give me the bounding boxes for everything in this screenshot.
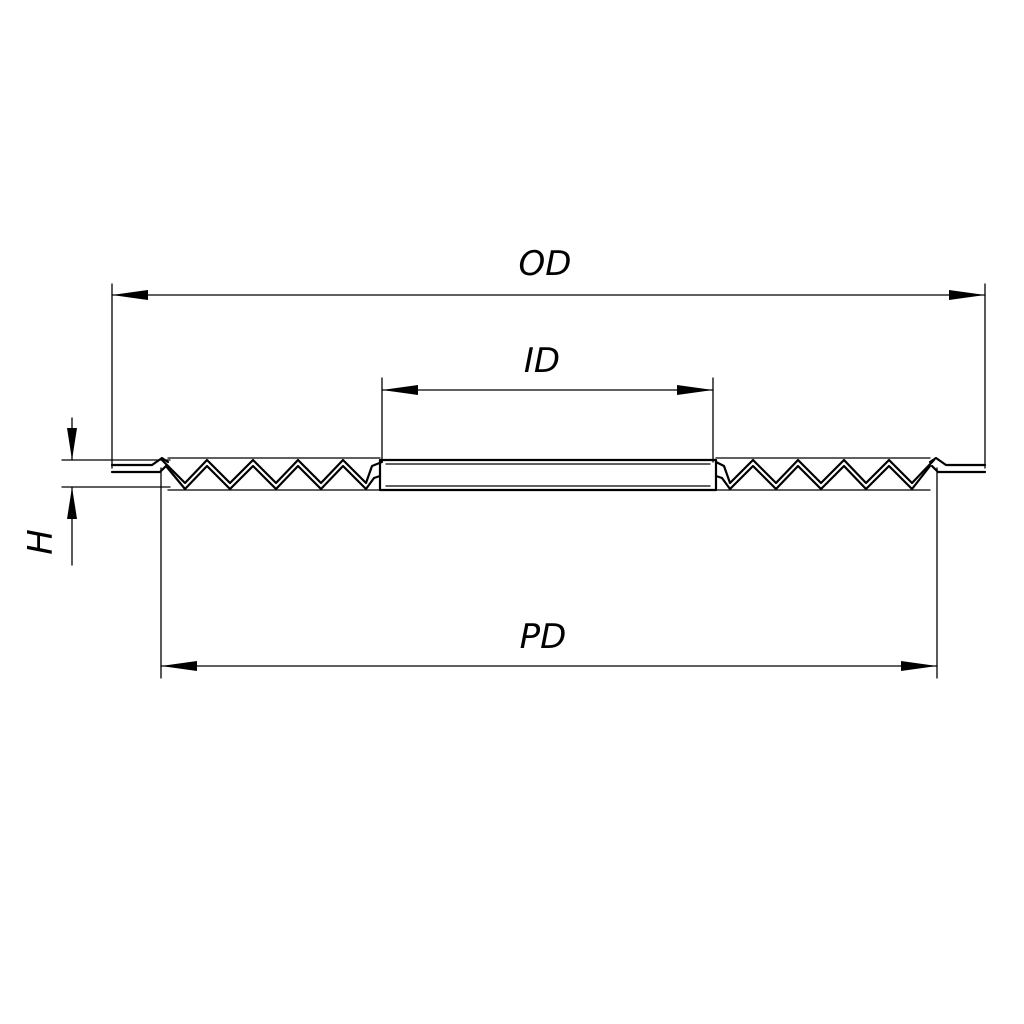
id-label: ID bbox=[524, 341, 560, 381]
extension-lines bbox=[61, 283, 986, 679]
od-arrow-right bbox=[949, 290, 985, 300]
od-arrow-left bbox=[112, 290, 148, 300]
right-corrugation-top bbox=[714, 458, 936, 485]
id-arrow-left bbox=[382, 385, 418, 395]
id-dimension: ID bbox=[381, 341, 714, 395]
inner-ring-inner-line bbox=[385, 463, 711, 487]
right-corrugation-bottom bbox=[714, 464, 932, 491]
right-flange bbox=[928, 456, 987, 474]
od-label: OD bbox=[519, 244, 572, 284]
h-arrow-top bbox=[67, 428, 77, 460]
left-corrugation-top bbox=[160, 458, 384, 485]
right-corrugation-envelope bbox=[715, 457, 931, 491]
pd-label: PD bbox=[520, 617, 567, 657]
pd-dimension: PD bbox=[160, 617, 938, 671]
h-label: H bbox=[21, 529, 61, 555]
od-dimension: OD bbox=[111, 244, 986, 300]
pd-arrow-right bbox=[901, 661, 937, 671]
pd-arrow-left bbox=[161, 661, 197, 671]
h-arrow-bottom bbox=[67, 487, 77, 519]
left-corrugation-bottom bbox=[164, 464, 382, 491]
id-arrow-right bbox=[677, 385, 713, 395]
h-dimension: H bbox=[21, 417, 77, 566]
left-corrugation-envelope bbox=[167, 457, 381, 491]
gasket-profile bbox=[110, 456, 987, 492]
